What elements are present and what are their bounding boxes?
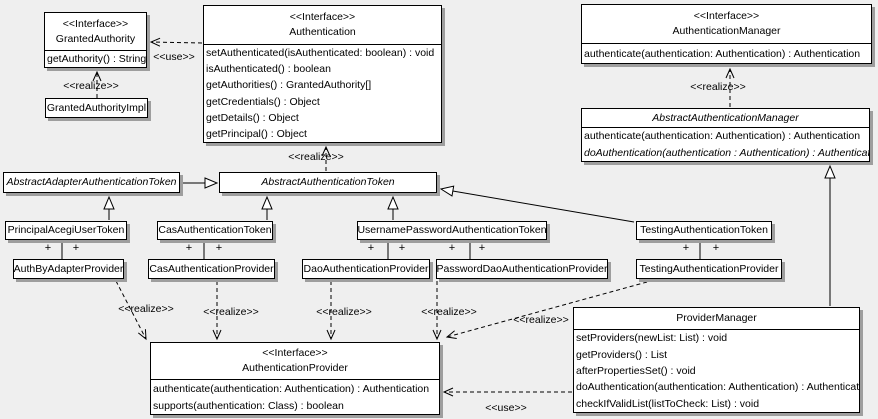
plus-label: + bbox=[367, 242, 375, 254]
realize-label: <<realize>> bbox=[513, 314, 569, 326]
plus-label: + bbox=[448, 242, 456, 254]
plus-label: + bbox=[185, 242, 193, 254]
plus-label: + bbox=[682, 242, 690, 254]
class-granted-authority-impl: GrantedAuthorityImpl bbox=[45, 98, 148, 118]
class-username-password-authentication-token: UsernamePasswordAuthenticationToken bbox=[357, 221, 547, 240]
realize-label: <<realize>> bbox=[118, 303, 174, 315]
class-authentication: <<Interface>> Authentication setAuthenti… bbox=[203, 5, 442, 143]
class-abstract-authentication-manager: AbstractAuthenticationManager authentica… bbox=[581, 108, 870, 162]
use-label: <<use>> bbox=[153, 51, 195, 63]
class-granted-authority: <<Interface>> GrantedAuthority getAuthor… bbox=[44, 12, 147, 68]
class-dao-authentication-provider: DaoAuthenticationProvider bbox=[302, 259, 430, 279]
generalization-edges bbox=[103, 164, 836, 306]
class-password-dao-authentication-provider: PasswordDaoAuthenticationProvider bbox=[436, 259, 608, 279]
plus-label: + bbox=[72, 242, 80, 254]
class-principal-acegi-user-token: PrincipalAcegiUserToken bbox=[5, 221, 127, 240]
class-authentication-provider: <<Interface>> AuthenticationProvider aut… bbox=[150, 342, 440, 415]
plus-label: + bbox=[215, 242, 223, 254]
realize-label: <<realize>> bbox=[203, 306, 259, 318]
plus-label: + bbox=[478, 242, 486, 254]
class-abstract-authentication-token: AbstractAuthenticationToken bbox=[219, 172, 437, 193]
realize-label: <<realize>> bbox=[288, 151, 344, 163]
plus-label: + bbox=[712, 242, 720, 254]
class-testing-authentication-token: TestingAuthenticationToken bbox=[636, 221, 772, 240]
realize-use-edges bbox=[92, 37, 735, 397]
realize-label: <<realize>> bbox=[690, 81, 746, 93]
plus-label: + bbox=[398, 242, 406, 254]
class-testing-authentication-provider: TestingAuthenticationProvider bbox=[636, 259, 782, 279]
class-cas-authentication-provider: CasAuthenticationProvider bbox=[148, 259, 275, 279]
use-label: <<use>> bbox=[485, 402, 527, 414]
class-authentication-manager: <<Interface>> AuthenticationManager auth… bbox=[581, 4, 872, 64]
class-cas-authentication-token: CasAuthenticationToken bbox=[157, 221, 273, 240]
realize-label: <<realize>> bbox=[421, 306, 477, 318]
class-auth-by-adapter-provider: AuthByAdapterProvider bbox=[13, 259, 124, 279]
class-abstract-adapter-authentication-token: AbstractAdapterAuthenticationToken bbox=[3, 172, 180, 193]
association-edges bbox=[61, 241, 701, 259]
realize-label: <<realize>> bbox=[63, 80, 119, 92]
class-provider-manager: ProviderManager setProviders(newList: Li… bbox=[573, 307, 860, 413]
realize-label: <<realize>> bbox=[316, 306, 372, 318]
plus-label: + bbox=[44, 242, 52, 254]
